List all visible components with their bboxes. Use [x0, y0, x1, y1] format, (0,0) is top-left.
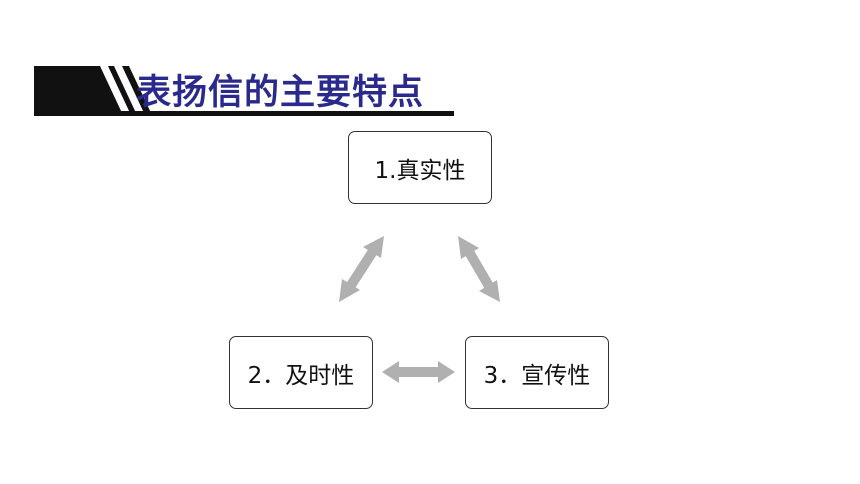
header-bar-graphic: [34, 66, 454, 116]
node-timeliness: 2．及时性: [229, 336, 373, 409]
node-publicity: 3．宣传性: [465, 336, 609, 409]
node-truthfulness: 1.真实性: [348, 131, 492, 204]
page-title: 表扬信的主要特点: [136, 73, 425, 113]
arrow-truthfulness-timeliness: [339, 236, 384, 302]
title-header-bar: [34, 66, 454, 116]
arrow-truthfulness-publicity: [458, 236, 500, 302]
arrow-timeliness-publicity: [382, 361, 455, 383]
